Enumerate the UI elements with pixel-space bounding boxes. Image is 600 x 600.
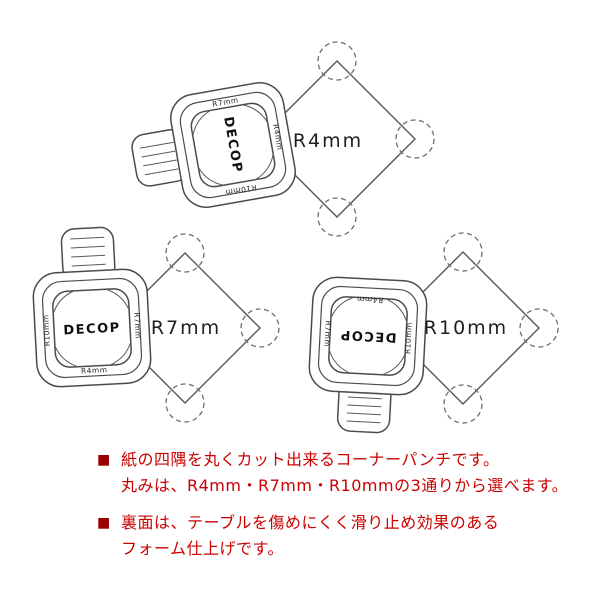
description-text: 裏面は、テーブルを傷めにくく滑り止め効果のある bbox=[121, 513, 500, 532]
description-row: ■ 裏面は、テーブルを傷めにくく滑り止め効果のある bbox=[97, 510, 568, 536]
punch-device-r10: DECOP R4mm R10mm R7mm bbox=[308, 276, 428, 434]
corner-marker-circle bbox=[395, 119, 435, 159]
edge-label: R4mm bbox=[356, 294, 383, 304]
corner-marker-circle bbox=[317, 197, 357, 237]
description: ■ 紙の四隅を丸くカット出来るコーナーパンチです。 丸みは、R4mm・R7mm・… bbox=[97, 447, 568, 562]
corner-guide bbox=[242, 104, 269, 123]
corner-guide bbox=[197, 167, 224, 186]
figure-r10: DECOP R4mm R10mm R7mm R10mm bbox=[308, 232, 559, 434]
corner-guide bbox=[330, 296, 355, 319]
brand-logo: DECOP bbox=[63, 321, 121, 339]
radius-label-r10: R10mm bbox=[424, 317, 508, 339]
punch-face bbox=[52, 288, 132, 368]
figure-r4: DECOP R7mm R4mm R10mm R4mm bbox=[131, 41, 435, 237]
corner-guide bbox=[255, 154, 274, 181]
description-text: 紙の四隅を丸くカット出来るコーナーパンチです。 bbox=[121, 450, 500, 469]
punch-device-r4: DECOP R7mm R4mm R10mm bbox=[131, 82, 296, 208]
edge-label: R7mm bbox=[132, 312, 142, 339]
bullet-square-icon: ■ bbox=[97, 452, 111, 468]
corner-marker-circle bbox=[443, 384, 483, 424]
figure-r7: DECOP R10mm R7mm R4mm R7mm bbox=[32, 226, 280, 423]
description-text: フォーム仕上げです。 bbox=[121, 539, 284, 558]
bullet-square-icon: ■ bbox=[97, 515, 111, 531]
corner-guide bbox=[328, 349, 351, 374]
punch-body-inner-ring bbox=[179, 91, 287, 199]
corner-guide bbox=[385, 298, 408, 323]
punch-face bbox=[190, 102, 276, 188]
corner-guide bbox=[109, 341, 132, 366]
corner-guide bbox=[54, 345, 79, 368]
edge-label: R10mm bbox=[41, 314, 52, 346]
punch-lever bbox=[60, 226, 116, 282]
radius-label-r7: R7mm bbox=[151, 317, 221, 339]
radius-label-r4: R4mm bbox=[293, 130, 363, 152]
punch-face bbox=[328, 296, 408, 376]
corner-guide bbox=[192, 109, 211, 136]
corner-marker-circle bbox=[443, 232, 483, 272]
corner-marker-circle bbox=[519, 308, 559, 348]
edge-label: R10mm bbox=[403, 322, 414, 354]
corner-marker-circle bbox=[165, 383, 205, 423]
description-row: フォーム仕上げです。 bbox=[97, 536, 568, 562]
corner-guide bbox=[381, 353, 406, 376]
description-row: ■ 紙の四隅を丸くカット出来るコーナーパンチです。 bbox=[97, 447, 568, 473]
description-row: 丸みは、R4mm・R7mm・R10mmの3通りから選べます。 bbox=[97, 473, 568, 499]
edge-label: R7mm bbox=[322, 320, 332, 347]
punch-body-inner-ring bbox=[317, 285, 419, 387]
punch-diagram-canvas: DECOP R7mm R4mm R10mm R4mm bbox=[32, 41, 559, 434]
corner-guide bbox=[105, 288, 130, 311]
corner-marker-circle bbox=[317, 41, 357, 81]
corner-marker-circle bbox=[240, 308, 280, 348]
corner-marker-circle bbox=[165, 233, 205, 273]
punch-device-r7: DECOP R10mm R7mm R4mm bbox=[32, 226, 152, 388]
punch-body-inner-ring bbox=[41, 277, 143, 379]
description-text: 丸みは、R4mm・R7mm・R10mmの3通りから選べます。 bbox=[121, 476, 569, 495]
edge-label: R4mm bbox=[81, 365, 108, 375]
brand-logo: DECOP bbox=[339, 327, 397, 345]
corner-guide bbox=[52, 290, 75, 315]
